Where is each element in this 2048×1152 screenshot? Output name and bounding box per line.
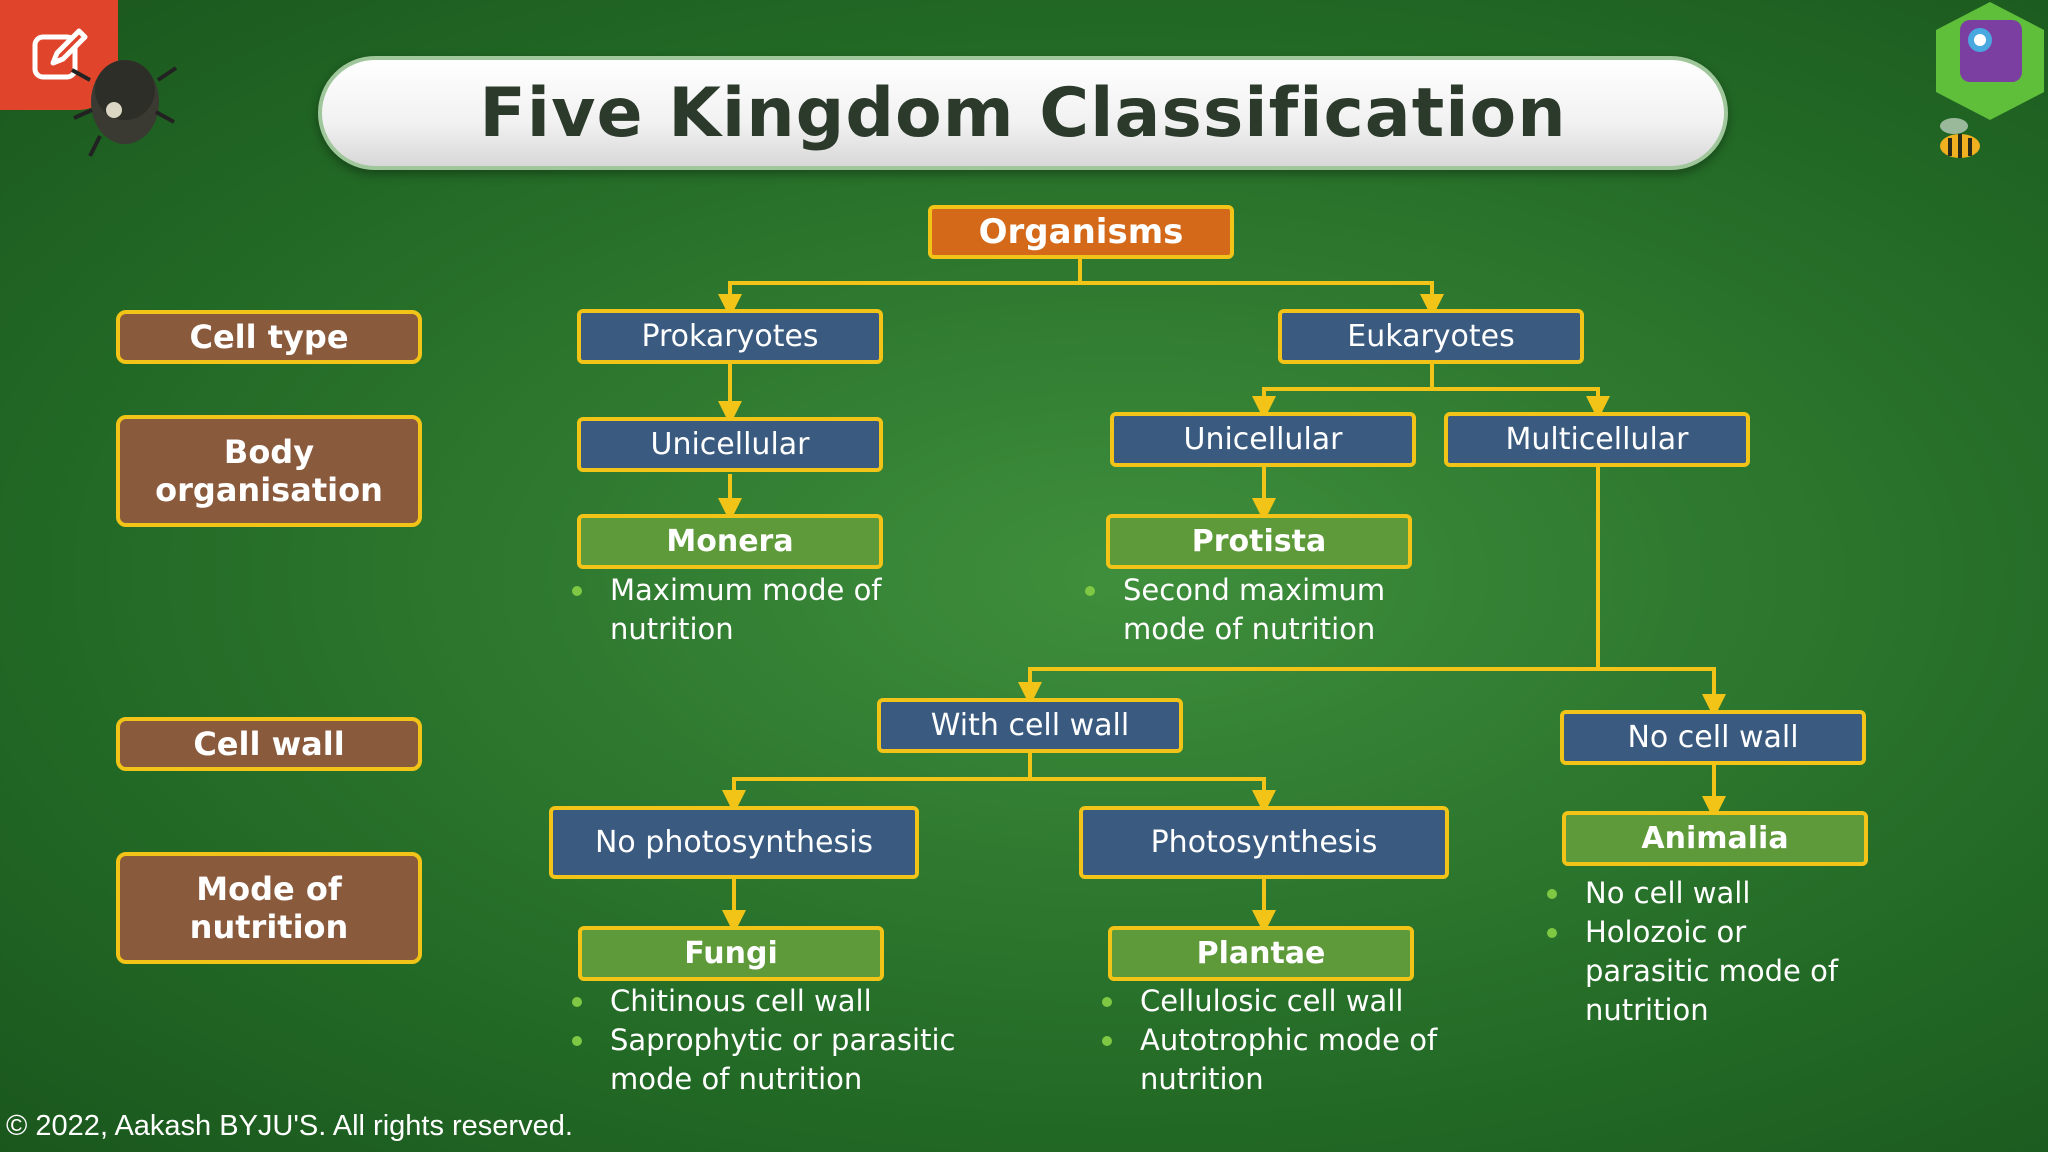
plantae-notes: Cellulosic cell wall Autotrophic mode of… bbox=[1102, 982, 1452, 1099]
list-item: Autotrophic mode of nutrition bbox=[1102, 1021, 1452, 1099]
node-no-cell-wall: No cell wall bbox=[1560, 710, 1866, 765]
kingdom-protista: Protista bbox=[1106, 514, 1412, 569]
node-multicellular: Multicellular bbox=[1444, 412, 1750, 467]
node-no-photosynthesis: No photosynthesis bbox=[549, 806, 919, 879]
row-label-mode-of-nutrition: Mode of nutrition bbox=[116, 852, 422, 964]
monera-notes: Maximum mode of nutrition bbox=[572, 571, 892, 649]
bee-icon bbox=[1940, 118, 1980, 158]
edit-icon[interactable] bbox=[0, 0, 118, 110]
slide-title: Five Kingdom Classification bbox=[479, 73, 1567, 153]
row-label-body-organisation: Body organisation bbox=[116, 415, 422, 527]
copyright-text: © 2022, Aakash BYJU'S. All rights reserv… bbox=[6, 1110, 573, 1142]
node-with-cell-wall: With cell wall bbox=[877, 698, 1183, 753]
node-photosynthesis: Photosynthesis bbox=[1079, 806, 1449, 879]
node-unicellular-eukaryote: Unicellular bbox=[1110, 412, 1416, 467]
list-item: No cell wall bbox=[1547, 874, 1847, 913]
list-item: Cellulosic cell wall bbox=[1102, 982, 1452, 1021]
row-label-cell-wall: Cell wall bbox=[116, 717, 422, 771]
list-item: Maximum mode of nutrition bbox=[572, 571, 892, 649]
protista-notes: Second maximum mode of nutrition bbox=[1085, 571, 1415, 649]
kingdom-animalia: Animalia bbox=[1562, 811, 1868, 866]
list-item: Holozoic or parasitic mode of nutrition bbox=[1547, 913, 1847, 1030]
node-prokaryotes: Prokaryotes bbox=[577, 309, 883, 364]
list-item: Saprophytic or parasitic mode of nutriti… bbox=[572, 1021, 972, 1099]
kingdom-plantae: Plantae bbox=[1108, 926, 1414, 981]
node-eukaryotes: Eukaryotes bbox=[1278, 309, 1584, 364]
node-unicellular-prokaryote: Unicellular bbox=[577, 417, 883, 472]
list-item: Chitinous cell wall bbox=[572, 982, 972, 1021]
row-label-cell-type: Cell type bbox=[116, 310, 422, 364]
node-organisms: Organisms bbox=[928, 205, 1234, 259]
beetle-icon bbox=[71, 60, 178, 157]
byjus-logo-icon bbox=[1936, 2, 2044, 120]
kingdom-fungi: Fungi bbox=[578, 926, 884, 981]
title-banner: Five Kingdom Classification bbox=[318, 56, 1728, 170]
animalia-notes: No cell wall Holozoic or parasitic mode … bbox=[1547, 874, 1847, 1030]
kingdom-monera: Monera bbox=[577, 514, 883, 569]
fungi-notes: Chitinous cell wall Saprophytic or paras… bbox=[572, 982, 972, 1099]
list-item: Second maximum mode of nutrition bbox=[1085, 571, 1415, 649]
